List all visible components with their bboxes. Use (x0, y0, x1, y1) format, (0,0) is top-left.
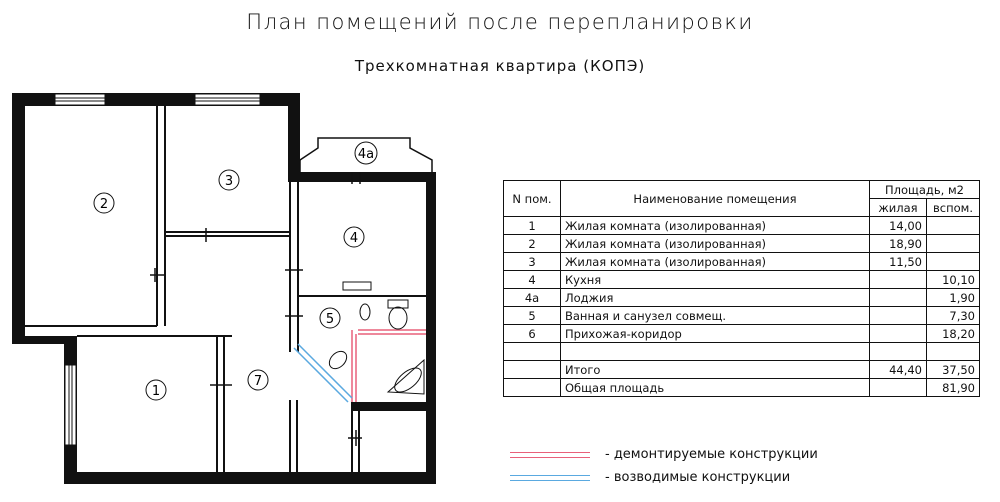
cell-num: 2 (503, 234, 561, 253)
cell-aux (926, 342, 980, 361)
legend-item-new: - возводимые конструкции (510, 470, 790, 485)
cell-num: 5 (503, 306, 561, 325)
room-label-1: 1 (145, 379, 167, 401)
cell-living: 44,40 (869, 360, 927, 379)
cell-aux (926, 252, 980, 271)
cell-living: 14,00 (869, 216, 927, 235)
svg-text:4а: 4а (358, 147, 374, 162)
table-row: 3 Жилая комната (изолированная) 11,50 (503, 252, 980, 271)
cell-living (869, 270, 927, 289)
header-living: жилая (869, 198, 927, 217)
cell-living: 11,50 (869, 252, 927, 271)
legend-line-blue (510, 474, 590, 481)
area-table: N пом. Наименование помещения Площадь, м… (503, 180, 980, 397)
demolished-walls (351, 329, 426, 402)
room-label-3: 3 (218, 169, 240, 191)
header-num: N пом. (503, 180, 561, 217)
cell-num: 3 (503, 252, 561, 271)
room-labels: 2 3 4 4а 5 1 7 (93, 141, 378, 401)
room-label-4: 4 (343, 226, 365, 248)
table-row: 6 Прихожая-коридор 18,20 (503, 324, 980, 343)
table-row: 4а Лоджия 1,90 (503, 288, 980, 307)
cell-name: Общая площадь (560, 378, 870, 397)
cell-num (503, 378, 561, 397)
cell-aux: 18,20 (926, 324, 980, 343)
legend-line-red (510, 451, 590, 458)
cell-aux: 81,90 (926, 378, 980, 397)
fixtures (328, 281, 425, 395)
cell-name: Лоджия (560, 288, 870, 307)
loggia (299, 137, 433, 172)
header-area: Площадь, м2 (869, 180, 980, 199)
cell-num: 4а (503, 288, 561, 307)
new-walls (293, 343, 353, 403)
header-name: Наименование помещения (560, 180, 870, 217)
table-row-total: Итого 44,40 37,50 (503, 360, 980, 379)
cell-name: Жилая комната (изолированная) (560, 216, 870, 235)
cell-living (869, 378, 927, 397)
cell-living (869, 324, 927, 343)
svg-text:5: 5 (326, 312, 334, 327)
table-row: 1 Жилая комната (изолированная) 14,00 (503, 216, 980, 235)
cell-num: 6 (503, 324, 561, 343)
cell-aux: 10,10 (926, 270, 980, 289)
svg-text:1: 1 (152, 384, 160, 399)
door-marks (150, 172, 362, 446)
cell-name: Прихожая-коридор (560, 324, 870, 343)
cell-num: 4 (503, 270, 561, 289)
cell-aux (926, 216, 980, 235)
page-title: План помещений после перепланировки (246, 10, 754, 34)
table-subheader-row: жилая вспом. (504, 198, 980, 217)
cell-num (503, 342, 561, 361)
cell-name: Жилая комната (изолированная) (560, 234, 870, 253)
cell-name: Жилая комната (изолированная) (560, 252, 870, 271)
cell-living (869, 306, 927, 325)
cell-aux: 1,90 (926, 288, 980, 307)
page-subtitle: Трехкомнатная квартира (КОПЭ) (354, 57, 646, 75)
cell-aux: 7,30 (926, 306, 980, 325)
table-row: 5 Ванная и санузел совмещ. 7,30 (503, 306, 980, 325)
room-label-5: 5 (319, 307, 341, 329)
cell-name: Кухня (560, 270, 870, 289)
table-row: 4 Кухня 10,10 (503, 270, 980, 289)
legend-label: - демонтируемые конструкции (605, 447, 818, 462)
svg-text:2: 2 (100, 197, 108, 212)
cell-living (869, 288, 927, 307)
cell-name (560, 342, 870, 361)
interior-walls (25, 106, 426, 472)
legend-label: - возводимые конструкции (605, 470, 791, 485)
table-header-row: N пом. Наименование помещения Площадь, м… (503, 180, 980, 217)
room-label-2: 2 (93, 192, 115, 214)
cell-num: 1 (503, 216, 561, 235)
table-row: 2 Жилая комната (изолированная) 18,90 (503, 234, 980, 253)
legend-item-demolished: - демонтируемые конструкции (510, 447, 818, 462)
floor-plan: 2 3 4 4а 5 1 7 (12, 93, 436, 484)
svg-text:4: 4 (350, 231, 358, 246)
table-row (503, 342, 980, 361)
svg-text:3: 3 (225, 174, 233, 189)
cell-living: 18,90 (869, 234, 927, 253)
cell-living (869, 342, 927, 361)
cell-name: Ванная и санузел совмещ. (560, 306, 870, 325)
table-row-total-area: Общая площадь 81,90 (503, 378, 980, 397)
cell-num (503, 360, 561, 379)
cell-aux (926, 234, 980, 253)
cell-name: Итого (560, 360, 870, 379)
windows (54, 93, 261, 446)
header-aux: вспом. (926, 198, 980, 217)
room-label-4a: 4а (354, 141, 378, 165)
room-label-7: 7 (247, 369, 269, 391)
svg-text:7: 7 (254, 374, 262, 389)
cell-aux: 37,50 (926, 360, 980, 379)
